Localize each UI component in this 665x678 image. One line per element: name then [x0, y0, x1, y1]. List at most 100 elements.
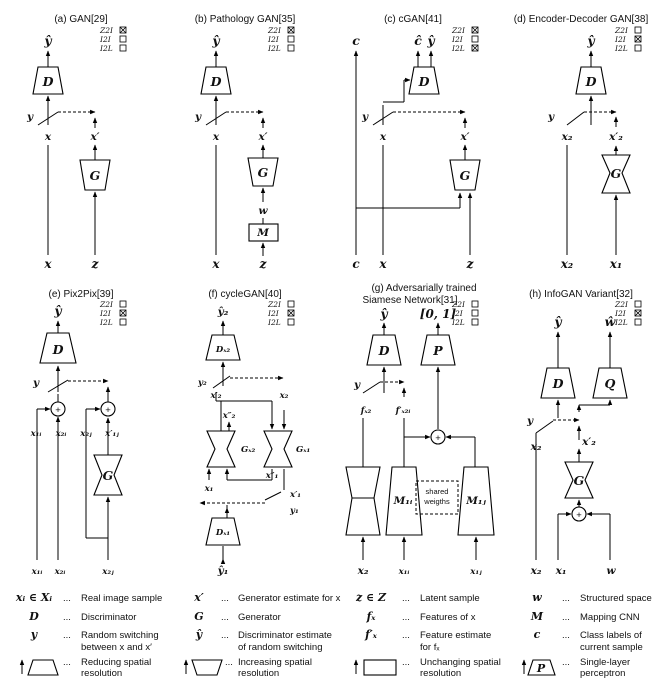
panel-d-title: (d) Encoder-Decoder GAN[38] [514, 14, 649, 25]
flag-label: Z2I [99, 26, 114, 35]
fx2-label: fₓ₂ [360, 406, 372, 416]
legend-unchanging-text: Unchanging spatial [420, 657, 501, 668]
generator-block [449, 159, 481, 191]
x-label: x [212, 131, 220, 143]
legend-mapping-text: Mapping CNN [580, 612, 640, 623]
legend-reducing-text: Reducing spatial [81, 657, 151, 668]
unchecked-box-icon [287, 300, 295, 308]
legend-generator-text: Generator [238, 612, 281, 623]
flag-label: I2I [614, 309, 627, 318]
concat-circle [571, 506, 587, 522]
legend-increasing-block-icon [191, 659, 223, 676]
legend-dots: ... [225, 657, 233, 668]
generator-block [247, 157, 279, 187]
task-flags: Z2II2II2LZ2II2II2LZ2II2II2LZ2II2II2LZ2II… [99, 26, 642, 327]
x2-label: x₂ [279, 391, 289, 401]
legend-latent-text: Latent sample [420, 593, 480, 604]
legend-class-text: Class labels of [580, 630, 642, 641]
concat-circle [50, 401, 66, 417]
x-prime-label: x′ [459, 131, 469, 143]
x-input-label: x [211, 257, 220, 271]
z-input-label: z [259, 257, 268, 271]
flag-label: Z2I [451, 300, 466, 309]
legend-latent-symbol: z ∈ Z [355, 591, 387, 604]
y1-label: y₁ [289, 506, 299, 516]
legend-perceptron-text-2: perceptron [580, 668, 625, 678]
svg-text:+: + [576, 510, 582, 521]
unchecked-box-icon [471, 309, 479, 317]
legend-perceptron-block-icon [527, 659, 556, 676]
switch-icon [372, 111, 394, 126]
legend-dots: ... [562, 612, 570, 623]
y-hat-label: ŷ [53, 303, 62, 318]
panel-f-title: (f) cycleGAN[40] [208, 289, 282, 300]
y-label: y [194, 111, 202, 123]
legend-reducing-block-icon [27, 659, 59, 676]
panel-d: (d) Encoder-Decoder GAN[38] ŷ D y x₂ x′₂… [514, 14, 649, 271]
legend-dots: ... [562, 630, 570, 641]
switch-icon [212, 375, 231, 389]
switch-icon [47, 379, 69, 393]
unchecked-box-icon [119, 318, 127, 326]
y-hat-1-label: ŷ₁ [217, 564, 229, 577]
fx2i-prime-label: f′ₓ₂ᵢ [395, 406, 411, 416]
w-hat-label: ŵ [605, 314, 617, 329]
discriminator-x2-block [205, 334, 241, 361]
legend-dots: ... [63, 593, 71, 604]
x-prime-label: x′ [89, 131, 99, 143]
discriminator-block [39, 332, 77, 364]
panel-f: (f) cycleGAN[40] ŷ₂ Dₓ₂ y₂ x′₂ x₂ x″₂ Gₓ… [197, 289, 310, 577]
svg-text:+: + [435, 433, 441, 444]
x1-prime-label: x′₁ [289, 490, 301, 500]
check-mark-icon [634, 309, 642, 317]
x1-input-label: x₁ [609, 257, 622, 271]
unchecked-box-icon [634, 26, 642, 34]
legend-dots: ... [221, 612, 229, 623]
x1-label: x₁ [204, 484, 214, 494]
legend-gen-estimate-symbol: x′ [193, 591, 204, 604]
legend-estimate-text: Discriminator estimate [238, 630, 332, 641]
legend-mapping-symbol: M [530, 610, 544, 623]
unchecked-box-icon [634, 300, 642, 308]
q-label: Q [605, 376, 616, 391]
x2-prime-label: x′₂ [608, 131, 623, 143]
x-label: x [44, 131, 52, 143]
panel-b: (b) Pathology GAN[35] ŷ D y x x′ G w M x… [194, 14, 296, 271]
legend-generator-symbol: G [194, 610, 203, 623]
y-hat-label: ŷ [586, 33, 595, 48]
unchecked-box-icon [119, 300, 127, 308]
legend-increasing-text-2: resolution [238, 668, 279, 678]
flag-label: I2L [99, 44, 113, 53]
encoder-decoder-block [601, 154, 631, 194]
flag-label: I2L [451, 44, 465, 53]
generator-block [564, 461, 594, 499]
g-label: G [103, 468, 114, 483]
generator-x2-block [206, 430, 236, 468]
legend-estimate-text-2: of random switching [238, 642, 322, 653]
m1i-label: M₁ᵢ [393, 495, 413, 507]
flag-label: I2I [451, 35, 464, 44]
reducing-block [345, 497, 381, 536]
y-label: y [353, 379, 361, 391]
c-hat-label: ĉ [414, 33, 422, 48]
panel-g-title-line2: Siamese Network[31] [362, 295, 457, 306]
x1i-input-label: x₁ᵢ [31, 567, 43, 577]
x1i-label: x₁ᵢ [30, 429, 42, 439]
shared-label: shared [426, 487, 449, 496]
switch-icon [566, 111, 585, 126]
switch-icon [37, 111, 59, 126]
unchecked-box-icon [471, 35, 479, 43]
unchecked-box-icon [287, 35, 295, 43]
shared-weights-box [415, 480, 459, 515]
switch-icon [535, 420, 554, 434]
y-hat-label: ŷ [426, 33, 435, 48]
unchecked-box-icon [119, 44, 127, 52]
x2-prime-label: x′₂ [581, 436, 596, 448]
legend-dots: ... [221, 593, 229, 604]
check-mark-icon [471, 26, 479, 34]
dx2-label: Dₓ₂ [215, 345, 231, 355]
generator-x1-block [263, 430, 293, 468]
